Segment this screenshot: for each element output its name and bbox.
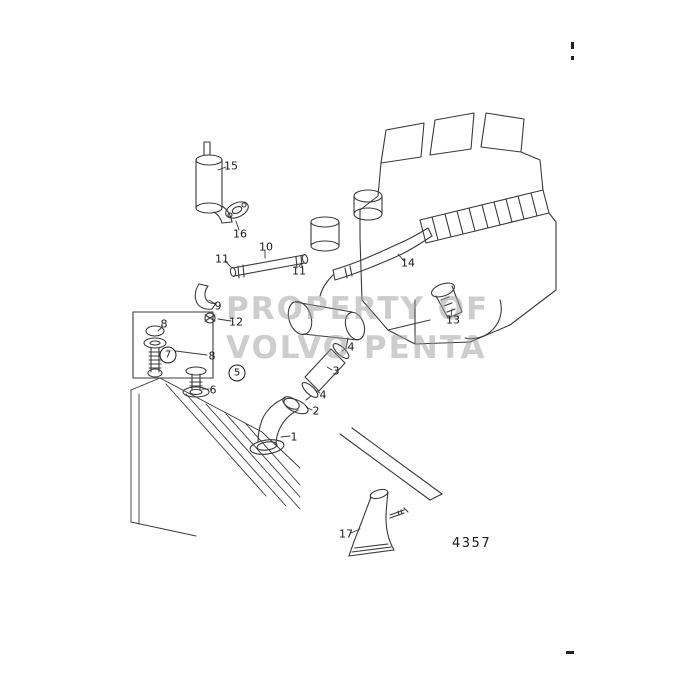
part-label-9: 9: [214, 299, 222, 313]
part-label-8: 8: [208, 349, 216, 363]
flange-16: [225, 201, 249, 219]
radiator-panel: [130, 377, 301, 537]
stud-kit-inset: [132, 311, 214, 379]
part-label-2: 2: [312, 404, 320, 418]
part-label-13: 13: [446, 313, 460, 327]
silencer-body: [287, 300, 366, 349]
part-label-15: 15: [224, 159, 238, 173]
figure-number: 4357: [452, 536, 492, 551]
part-label-3: 3: [332, 364, 340, 378]
part-label-4: 4: [319, 388, 327, 402]
part-label-12: 12: [229, 315, 243, 329]
elbow-9: [194, 283, 217, 310]
duct-edge: [339, 427, 443, 501]
part-label-16: 16: [233, 227, 247, 241]
engine-block: [353, 112, 557, 345]
edge-artifact-marks: [566, 42, 574, 654]
part-label-1: 1: [290, 430, 298, 444]
circled-part-label-7: 7: [159, 346, 177, 364]
hose-3: [301, 343, 350, 398]
bracket-13: [430, 282, 463, 319]
pipe-10: [229, 253, 309, 279]
leader-lines: [157, 166, 453, 534]
part-label-11: 11: [215, 252, 229, 266]
scoop-17: [348, 488, 409, 557]
part-label-11: 11: [292, 264, 306, 278]
canister-cap: [310, 216, 340, 252]
part-label-6: 6: [209, 383, 217, 397]
hose-14: [319, 227, 433, 297]
part-label-4: 4: [347, 340, 355, 354]
clamp-2: [283, 395, 312, 415]
part-label-14: 14: [401, 256, 415, 270]
part-label-17: 17: [339, 527, 353, 541]
circled-part-label-5: 5: [228, 364, 246, 382]
part-label-8: 8: [160, 317, 168, 331]
part-label-10: 10: [259, 240, 273, 254]
elbow-hose-1: [249, 396, 300, 455]
